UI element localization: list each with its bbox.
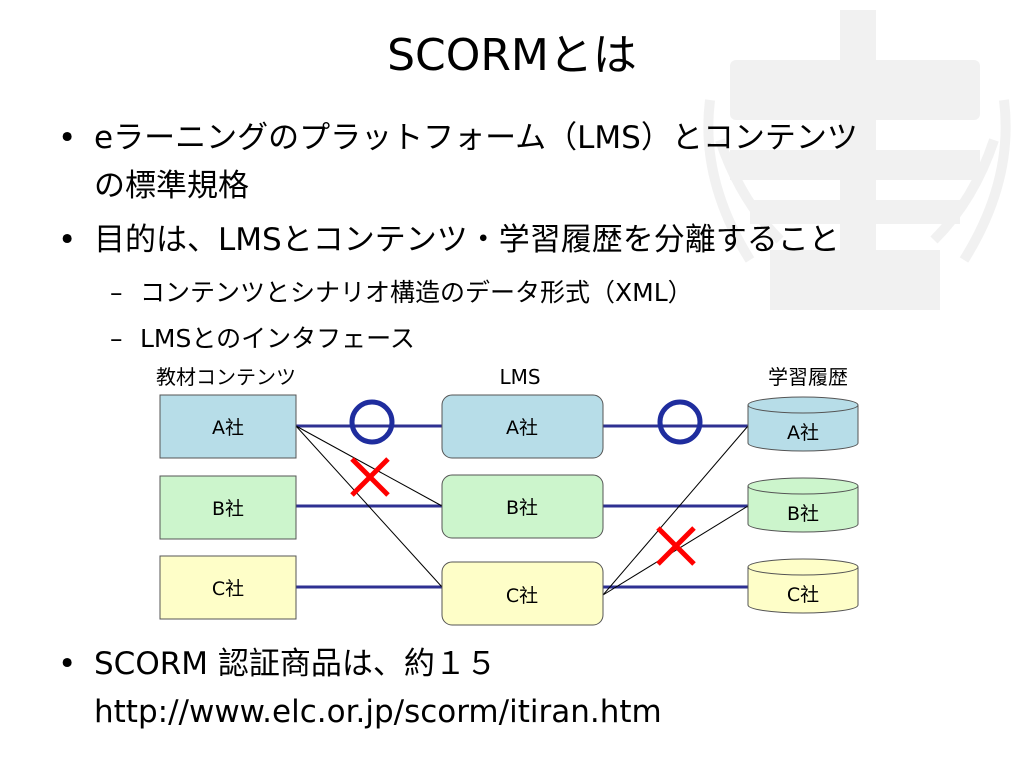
header-history: 学習履歴: [768, 365, 848, 389]
contents-box-b: [159, 475, 297, 540]
lms-box-b-label: B社: [506, 497, 538, 519]
cross-line-c-to-a: [602, 425, 749, 596]
lms-column: A社 B社 C社: [441, 394, 604, 626]
bullet-text-line: eラーニングのプラットフォーム（LMS）とコンテンツ: [94, 120, 858, 156]
contents-box-a: [159, 394, 297, 459]
history-cylinder-a-label: A社: [787, 422, 819, 444]
contents-box-c-label: C社: [212, 578, 244, 600]
bullet-text-line: の標準規格: [94, 168, 249, 204]
contents-box-c: [159, 555, 297, 620]
contents-column: A社 B社 C社: [159, 394, 297, 620]
history-cylinder-b: B社: [747, 477, 859, 533]
ng-cross-icon: [350, 457, 390, 497]
certified-list-link[interactable]: http://www.elc.or.jp/scorm/itiran.htm: [94, 694, 662, 730]
sub-bullet-text: LMSとのインタフェース: [140, 324, 415, 353]
contents-box-b-label: B社: [212, 498, 244, 520]
lms-box-b: [441, 474, 604, 539]
ok-circle-icon: [657, 399, 703, 445]
contents-box-a-label: A社: [212, 417, 244, 439]
header-contents: 教材コンテンツ: [156, 365, 296, 389]
slide-title: SCORMとは: [387, 30, 637, 81]
bullet-marker: •: [58, 646, 77, 682]
history-cylinder-c-label: C社: [787, 584, 819, 606]
cross-line-a-to-c: [295, 425, 443, 588]
lms-box-c-label: C社: [506, 585, 538, 607]
sub-bullet-marker: –: [110, 278, 123, 307]
bullet-text-line: 目的は、LMSとコンテンツ・学習履歴を分離すること: [94, 222, 840, 258]
cross-lines: [295, 425, 749, 596]
history-cylinder-a: A社: [747, 396, 859, 452]
history-cylinder-c: C社: [747, 558, 859, 614]
history-column: A社 B社 C社: [747, 396, 859, 614]
ng-cross-icon: [656, 526, 696, 566]
watermark-emblem-icon: [703, 10, 1011, 310]
sub-bullet-text: コンテンツとシナリオ構造のデータ形式（XML）: [140, 278, 693, 307]
sub-bullet-marker: –: [110, 324, 123, 353]
lms-box-a-label: A社: [506, 417, 538, 439]
ok-circle-icon: [349, 399, 395, 445]
bullet-text-line: SCORM 認証商品は、約１５: [94, 646, 497, 682]
cross-line-a-to-b: [295, 425, 443, 507]
header-lms: LMS: [499, 365, 540, 389]
bullet-marker: •: [58, 222, 77, 258]
bullet-marker: •: [58, 120, 77, 156]
lms-box-a: [441, 394, 604, 459]
history-cylinder-b-label: B社: [787, 503, 819, 525]
lms-box-c: [441, 561, 604, 626]
scorm-diagram: 教材コンテンツ LMS 学習履歴 A社 B社 C社 A社 B社 C社: [156, 365, 859, 626]
cross-line-c-to-b: [602, 505, 749, 596]
